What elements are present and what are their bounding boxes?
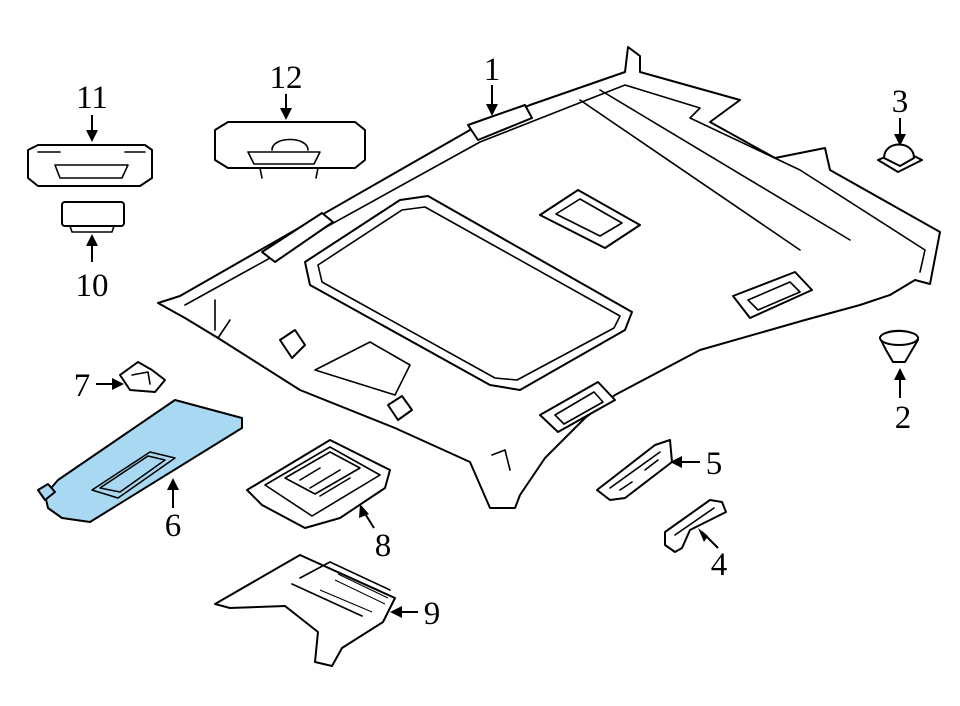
callout-1: 1 xyxy=(484,52,501,88)
callout-6: 6 xyxy=(165,508,182,544)
callout-4: 4 xyxy=(711,547,728,583)
dome-light-part[interactable] xyxy=(27,144,153,187)
callout-7: 7 xyxy=(74,368,91,404)
headliner-part[interactable] xyxy=(157,46,941,509)
map-light-part[interactable] xyxy=(214,121,366,179)
grab-handle-part[interactable] xyxy=(664,499,727,553)
callout-5: 5 xyxy=(706,446,723,482)
callout-3: 3 xyxy=(892,84,909,120)
callout-9: 9 xyxy=(424,596,441,632)
console-trim-part[interactable] xyxy=(214,554,396,667)
callout-2: 2 xyxy=(895,400,912,436)
cap-part[interactable] xyxy=(877,143,923,173)
leader-lines xyxy=(86,85,906,618)
sun-visor-part[interactable] xyxy=(37,399,243,523)
callout-labels: 1 2 3 4 5 6 7 8 9 10 11 12 xyxy=(74,52,912,632)
bracket-part[interactable] xyxy=(596,439,673,501)
callout-10: 10 xyxy=(76,268,109,304)
push-clip-part[interactable] xyxy=(879,329,919,363)
callout-12: 12 xyxy=(270,60,303,96)
overhead-console-frame-part[interactable] xyxy=(246,439,391,529)
lamp-part[interactable] xyxy=(61,201,125,233)
callout-11: 11 xyxy=(76,80,108,116)
visor-clip-part[interactable] xyxy=(119,361,166,393)
callout-8: 8 xyxy=(375,528,392,564)
